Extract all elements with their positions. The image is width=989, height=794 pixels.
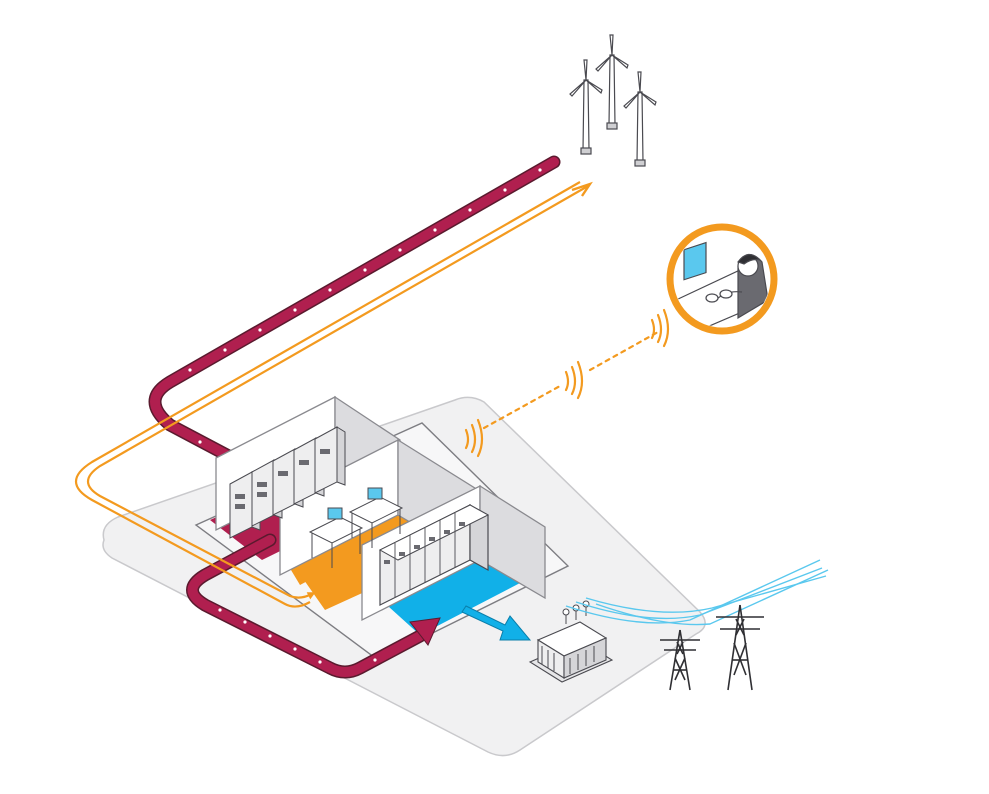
monitor-icon — [683, 241, 707, 281]
wireless-signal-icon — [464, 308, 670, 458]
transmission-tower-icon — [660, 604, 764, 691]
monitor-icon — [327, 507, 343, 520]
output-arrow — [461, 605, 532, 641]
cable-to-switchgear — [186, 533, 441, 679]
wind-turbine-icon — [569, 34, 657, 167]
monitor-icon — [367, 487, 383, 500]
communication-lines — [74, 181, 593, 608]
power-transformer-icon — [528, 600, 614, 683]
protection-relay-cabinets — [229, 426, 346, 539]
control-room-desks — [308, 487, 404, 568]
transmission-lines — [565, 559, 829, 626]
medium-voltage-switchgear — [378, 503, 490, 606]
cable-arrow-head — [409, 617, 441, 646]
operator-at-computer-icon — [666, 223, 778, 335]
